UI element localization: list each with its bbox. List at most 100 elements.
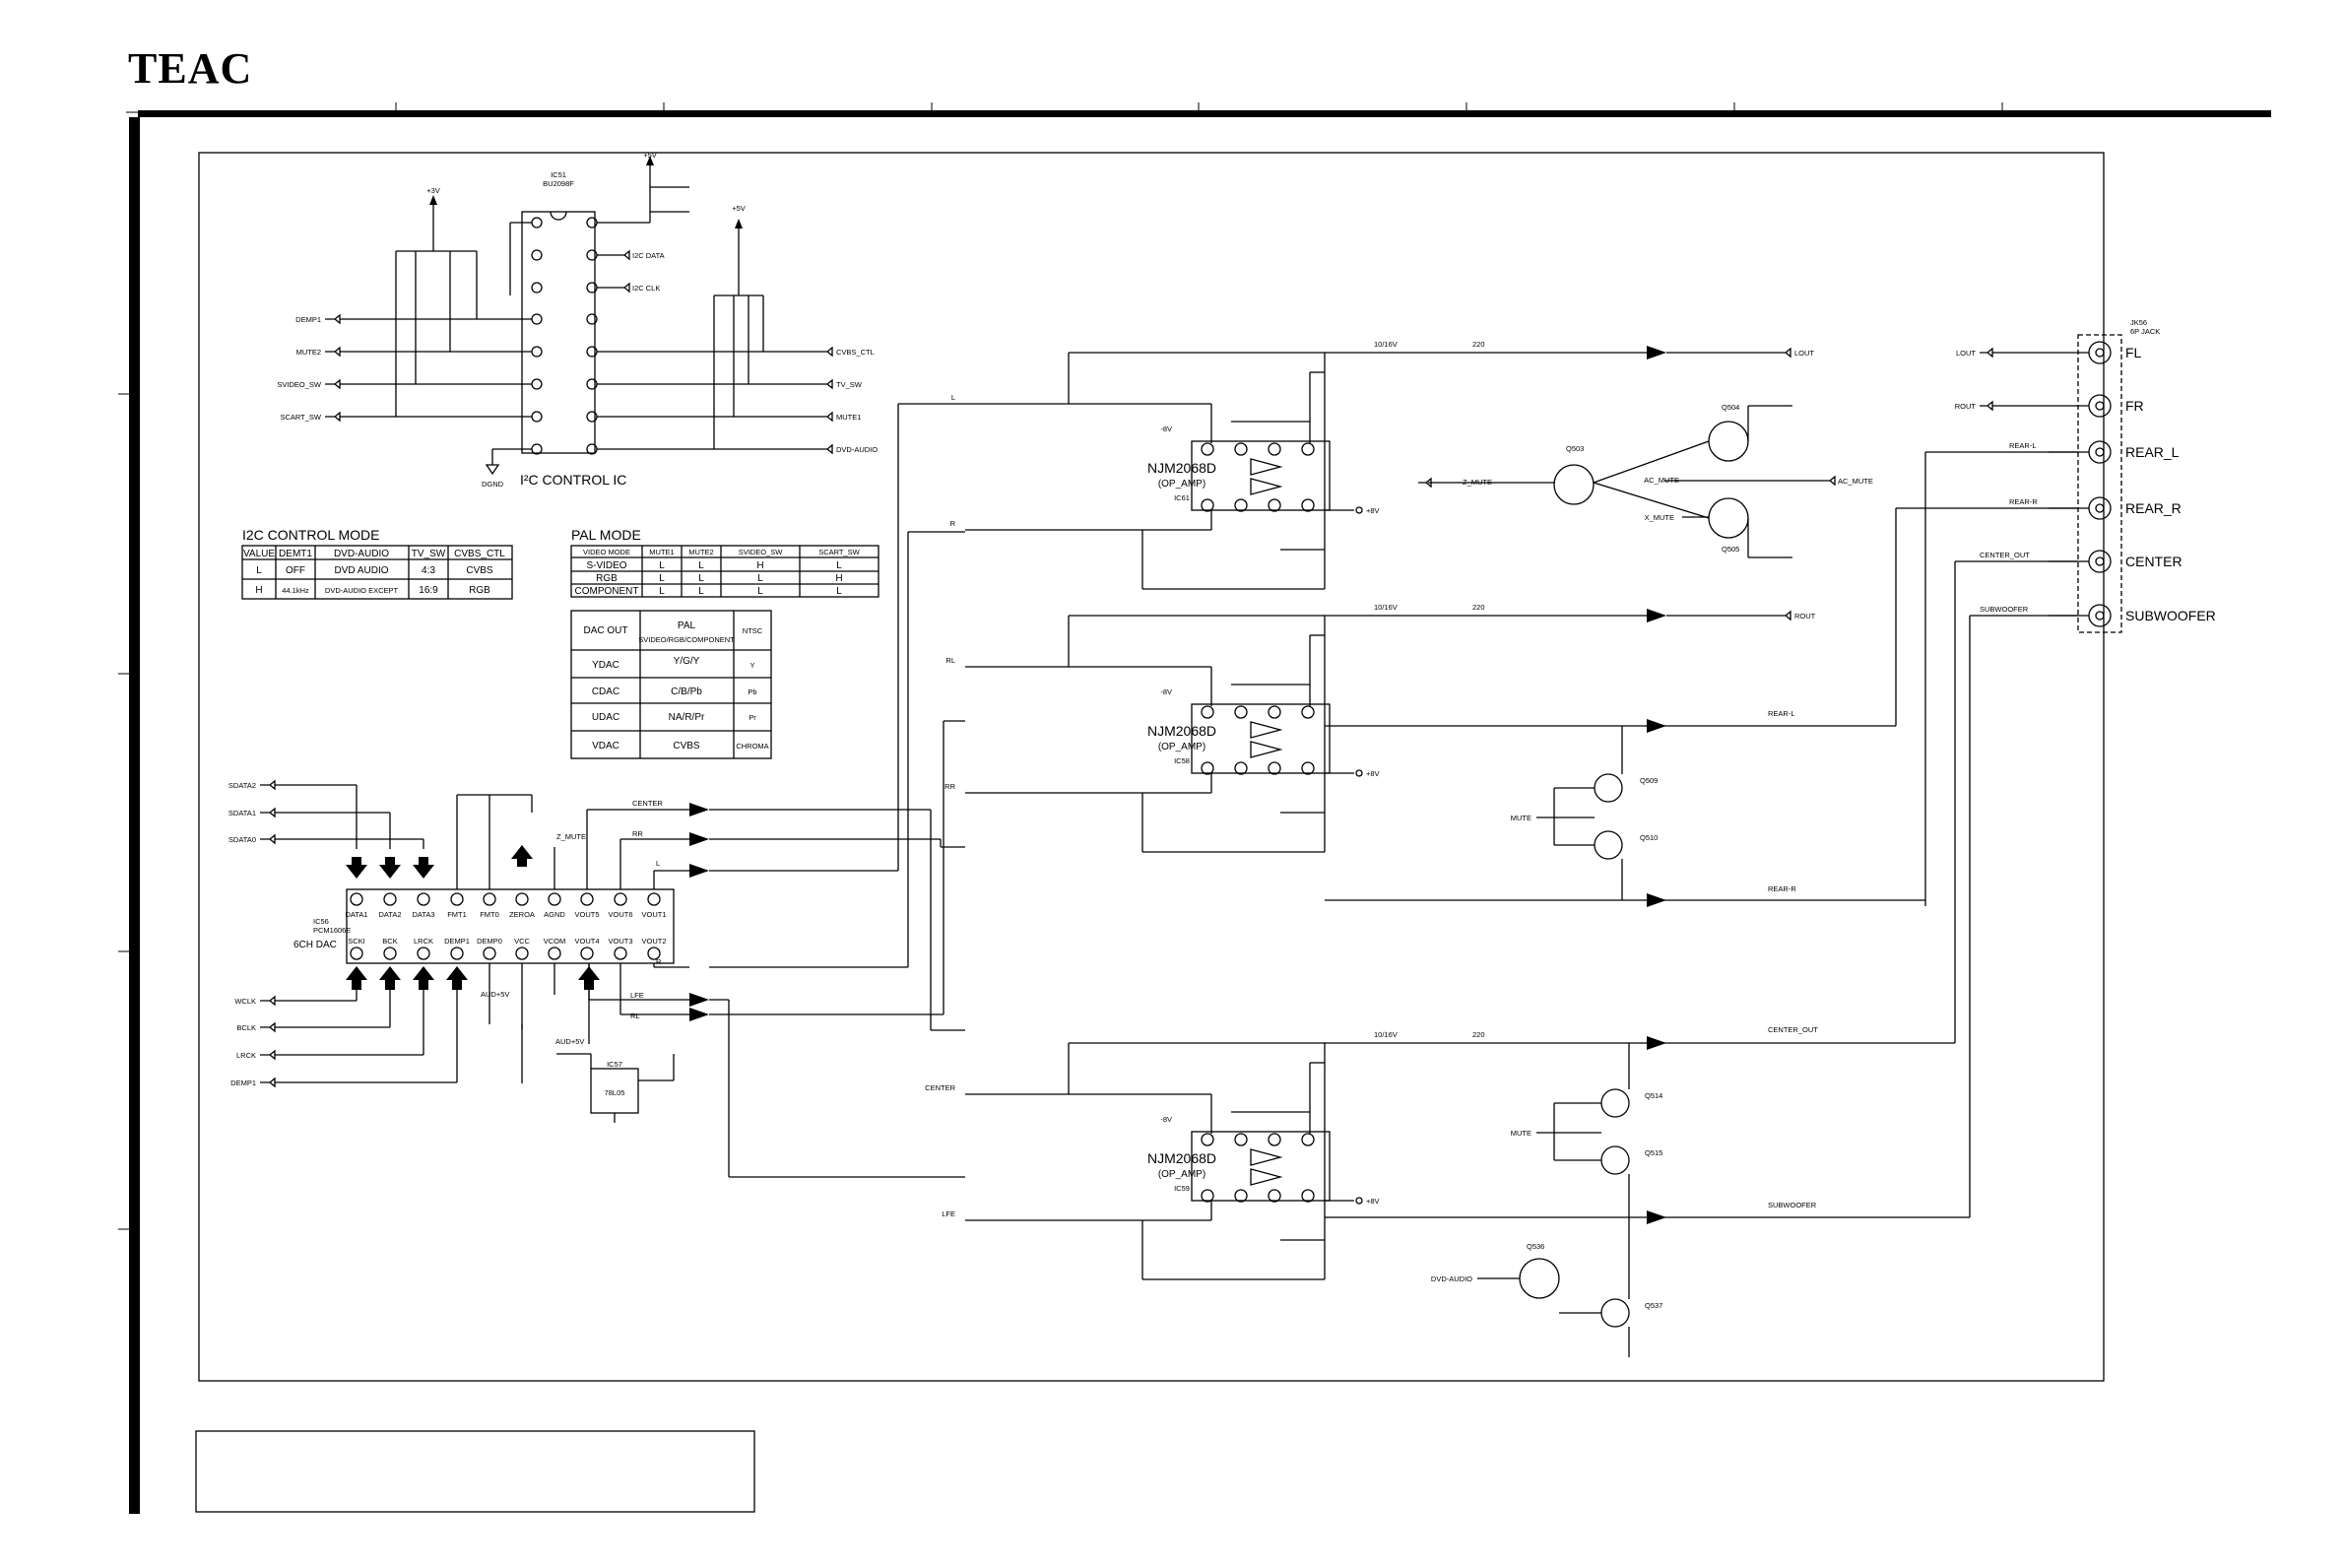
svg-text:LOUT: LOUT	[1794, 349, 1814, 358]
input-flag	[1980, 347, 1993, 359]
res-value: 220	[1472, 340, 1485, 349]
dac-pin-label: SCKI	[348, 937, 365, 946]
svg-text:SDATA1: SDATA1	[228, 809, 256, 817]
svg-text:CVBS: CVBS	[673, 741, 700, 751]
dac-pin	[417, 947, 430, 960]
signal-mute1: MUTE1	[836, 413, 861, 422]
svg-text:DVD AUDIO: DVD AUDIO	[334, 565, 388, 576]
jack-label: SUBWOOFER	[2125, 608, 2216, 623]
opamp-ref: IC59	[1174, 1184, 1190, 1193]
svg-text:RR: RR	[632, 829, 643, 838]
svg-text:L: L	[836, 560, 842, 571]
svg-text:NTSC: NTSC	[743, 626, 763, 635]
signal-i2c-clk: I2C CLK	[632, 284, 660, 293]
jack-socket-center	[2095, 611, 2105, 621]
dac-supply: AUD+5V	[481, 990, 509, 999]
dac-pin-label: LRCK	[414, 937, 433, 946]
jack-label: REAR_L	[2125, 444, 2180, 460]
svg-text:SVIDEO/RGB/COMPONENT: SVIDEO/RGB/COMPONENT	[638, 635, 735, 644]
svg-text:PAL: PAL	[678, 621, 696, 631]
dac-pin	[515, 947, 529, 960]
svg-text:44.1kHz: 44.1kHz	[282, 586, 309, 595]
notes-box	[195, 1430, 755, 1513]
svg-text:L: L	[659, 573, 665, 584]
signal-demp1: DEMP1	[295, 315, 321, 324]
svg-text:16:9: 16:9	[419, 585, 438, 596]
svg-text:L: L	[757, 573, 763, 584]
output-arrows	[1647, 346, 1666, 1224]
svg-text:H: H	[835, 573, 842, 584]
svg-text:AC_MUTE: AC_MUTE	[1838, 477, 1873, 486]
svg-text:C/B/Pb: C/B/Pb	[671, 686, 702, 697]
opamp-sub: (OP_AMP)	[1158, 742, 1205, 752]
regulator-ref: IC57	[607, 1060, 622, 1069]
opamp-in-top: L	[951, 393, 955, 402]
jack-label: CENTER	[2125, 554, 2182, 569]
svg-text:YDAC: YDAC	[592, 660, 619, 671]
dac-pin-label: DATA1	[345, 910, 367, 919]
dac-pin	[647, 947, 661, 960]
svg-text:Q503: Q503	[1566, 444, 1584, 453]
jack-label: FR	[2125, 398, 2144, 414]
opamp-ref: IC61	[1174, 493, 1190, 502]
svg-text:L: L	[698, 586, 704, 597]
signal-arrow	[511, 845, 533, 867]
pal-mode-table: PAL MODE VIDEO MODE MUTE1 MUTE2 SVIDEO_S…	[570, 527, 879, 598]
cap-value: 10/16V	[1374, 340, 1398, 349]
signal-arrow	[346, 857, 367, 879]
svg-text:CVBS_CTL: CVBS_CTL	[454, 549, 505, 559]
svg-text:LFE: LFE	[630, 991, 644, 1000]
svg-text:Q510: Q510	[1640, 833, 1658, 842]
jack-input-label: CENTER_OUT	[1980, 551, 2030, 559]
dac-pin	[548, 947, 561, 960]
label-center-out: CENTER_OUT	[1768, 1025, 1818, 1034]
jack-socket-center	[2095, 401, 2105, 411]
dac-pin	[614, 947, 627, 960]
supply-3v: +3V	[426, 186, 440, 195]
dac-pin	[350, 892, 363, 906]
svg-text:Y: Y	[749, 661, 754, 670]
opamp-in-top: RL	[945, 656, 955, 665]
jack-socket	[2088, 440, 2112, 464]
i2c-title: I²C CONTROL IC	[520, 472, 626, 488]
dac-pin	[383, 947, 397, 960]
opamp-part: NJM2068D	[1147, 1150, 1216, 1166]
opamp-sub: (OP_AMP)	[1158, 1169, 1205, 1180]
dac-pin-label: DATA3	[412, 910, 434, 919]
label-rear-l: REAR-L	[1768, 709, 1795, 718]
svg-text:Pb: Pb	[748, 687, 756, 696]
svg-text:H: H	[756, 560, 763, 571]
dac-pin	[580, 947, 594, 960]
svg-text:WCLK: WCLK	[234, 997, 256, 1006]
dac-pin-label: VOUT2	[641, 937, 666, 946]
jack-ref: JK56	[2130, 318, 2147, 327]
regulator-part: 78L05	[605, 1088, 625, 1097]
svg-text:ROUT: ROUT	[1794, 612, 1816, 621]
supply-label: +8V	[1366, 506, 1380, 515]
dac-pin-label: VOUT5	[574, 910, 599, 919]
jack-type: 6P JACK	[2130, 327, 2160, 336]
dac-pin-label: BCK	[382, 937, 397, 946]
signal-i2c-data: I2C DATA	[632, 251, 665, 260]
dac-pin-label: FMT1	[447, 910, 467, 919]
svg-text:L: L	[836, 586, 842, 597]
svg-text:RGB: RGB	[469, 585, 490, 596]
svg-text:R: R	[656, 957, 662, 966]
svg-text:Q505: Q505	[1722, 545, 1739, 554]
svg-text:L: L	[659, 560, 665, 571]
dac-pin-label: VCC	[514, 937, 530, 946]
jack-input-label: REAR-L	[2009, 441, 2037, 450]
jack-socket-center	[2095, 447, 2105, 457]
jack-socket	[2088, 604, 2112, 627]
signal-arrow	[379, 966, 401, 990]
opamp-in-bot: RR	[945, 782, 955, 791]
opamp-stage: NJM2068D(OP_AMP)IC59CENTERLFE+8V-8V10/16…	[925, 1030, 1485, 1280]
svg-text:UDAC: UDAC	[592, 712, 619, 723]
svg-text:OFF: OFF	[286, 565, 305, 576]
supply-5v-right: +5V	[732, 204, 746, 213]
dac-pin	[450, 892, 464, 906]
svg-text:SDATA2: SDATA2	[228, 781, 256, 790]
dac-pin	[483, 892, 496, 906]
dac-pin	[647, 892, 661, 906]
svg-text:AC_MUTE: AC_MUTE	[1644, 476, 1679, 485]
